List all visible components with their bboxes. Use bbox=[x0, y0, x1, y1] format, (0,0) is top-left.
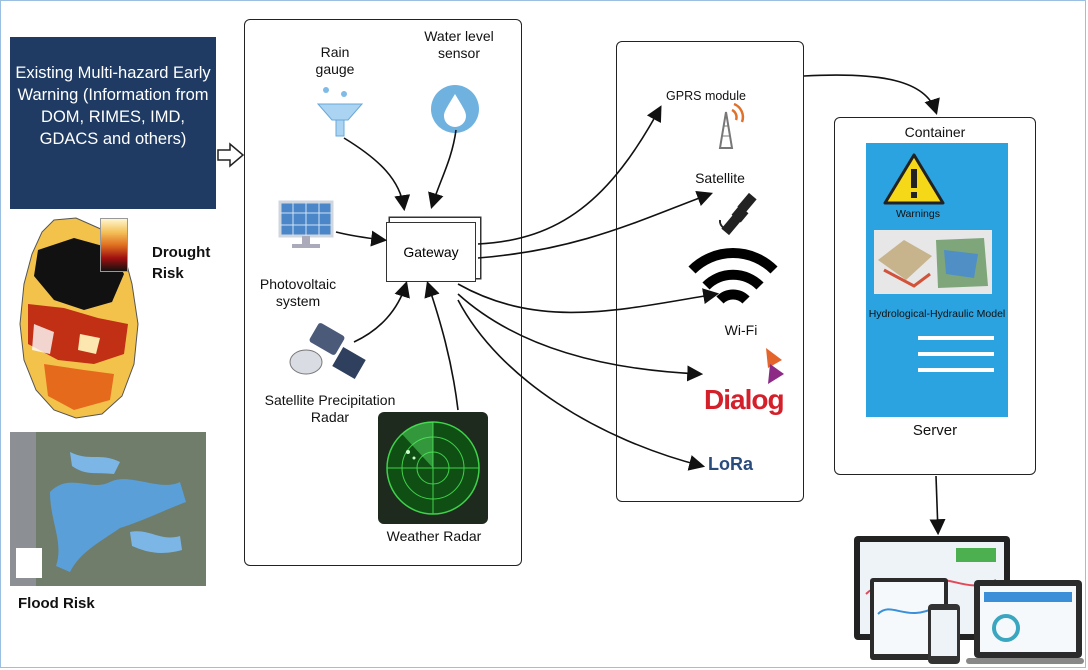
model-label: Hydrological-Hydraulic Model bbox=[868, 308, 1006, 320]
satellite-label: Satellite bbox=[695, 170, 745, 186]
arrow-to-satellite bbox=[477, 190, 713, 259]
satellite-radar-icon bbox=[289, 323, 366, 380]
weather-radar-icon bbox=[378, 412, 488, 524]
arrow-satradar-to-gateway bbox=[353, 280, 410, 343]
wifi-label: Wi-Fi bbox=[724, 322, 758, 338]
content-line bbox=[918, 336, 994, 340]
lora-label: LoRa bbox=[708, 454, 753, 474]
arrow-to-wifi bbox=[457, 283, 720, 314]
container-label: Container bbox=[904, 124, 966, 140]
satellite-radar-label: Satellite Precipitation Radar bbox=[264, 392, 396, 425]
satellite-icon bbox=[718, 192, 757, 236]
content-line bbox=[918, 368, 994, 372]
input-arrow bbox=[217, 142, 245, 168]
drought-risk-label: Drought Risk bbox=[152, 244, 211, 282]
warning-icon bbox=[883, 153, 945, 205]
arrow-rain-to-gateway bbox=[343, 137, 411, 212]
dialog-logo-mark bbox=[766, 348, 784, 384]
arrow-to-dialog bbox=[457, 293, 704, 382]
wifi-icon bbox=[688, 248, 778, 304]
flood-risk-label: Flood Risk bbox=[18, 595, 95, 612]
water-drop-icon bbox=[431, 85, 479, 133]
arrow-solar-to-gateway bbox=[335, 230, 388, 247]
arrow-water-to-gateway bbox=[428, 129, 457, 210]
drought-legend bbox=[100, 218, 128, 272]
gprs-tower-icon bbox=[718, 102, 745, 149]
devices-image bbox=[854, 536, 1084, 664]
arrow-radar-to-gateway bbox=[424, 280, 459, 411]
early-warning-box: Existing Multi-hazard Early Warning (Inf… bbox=[10, 37, 216, 209]
model-image bbox=[874, 230, 992, 294]
photovoltaic-label: Photovoltaic system bbox=[259, 276, 337, 309]
gateway-box: Gateway bbox=[386, 222, 476, 282]
rain-gauge-label: Rain gauge bbox=[315, 44, 355, 77]
weather-radar-label: Weather Radar bbox=[386, 528, 482, 544]
arrow-to-gprs bbox=[477, 105, 662, 245]
arrow-to-lora bbox=[457, 299, 706, 471]
gateway-label: Gateway bbox=[403, 244, 459, 260]
solar-panel-icon bbox=[278, 200, 334, 248]
server-label: Server bbox=[912, 422, 958, 439]
water-level-label: Water level sensor bbox=[424, 28, 494, 61]
arrow-to-server bbox=[803, 74, 940, 116]
warnings-label: Warnings bbox=[896, 208, 940, 220]
dialog-label: Dialog bbox=[704, 384, 785, 415]
content-line bbox=[918, 352, 994, 356]
arrow-to-devices bbox=[929, 475, 946, 536]
early-warning-text: Existing Multi-hazard Early Warning (Inf… bbox=[15, 64, 211, 148]
flood-map bbox=[10, 432, 206, 586]
gprs-label: GPRS module bbox=[666, 89, 746, 103]
rain-gauge-icon bbox=[316, 87, 364, 137]
